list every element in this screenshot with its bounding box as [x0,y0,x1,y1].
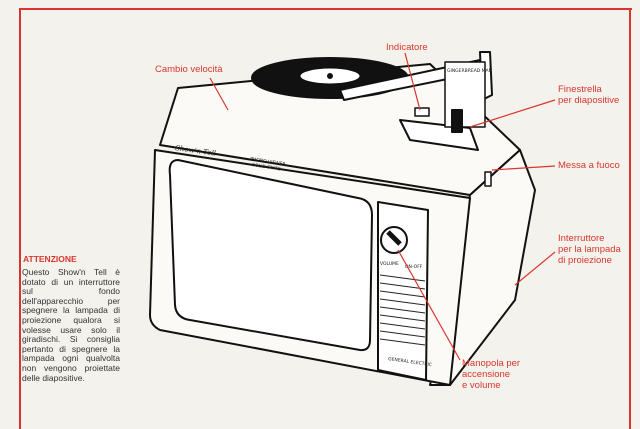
leader-speed-change [209,77,229,111]
label-focus: Messa a fuoco [558,160,620,171]
label-speed-change: Cambio velocità [155,64,223,75]
page-border-top [20,8,632,10]
model-line2: SOLID STATE [252,162,281,172]
spindle [327,73,333,79]
page-border-right [629,8,631,429]
leader-indicator [404,52,421,111]
indicator [414,107,430,117]
label-lamp-switch: Interruttore per la lampada di proiezion… [558,233,621,266]
label-slide-window: Finestrella per diapositive [558,84,620,106]
leader-slide-window [469,99,556,128]
page-border-left [19,8,21,429]
slide-frame [451,109,463,133]
label-indicator: Indicatore [386,42,428,53]
knob-label-volume: VOLUME [380,261,399,267]
note-body: Questo Show'n Tell è dotato di un interr… [22,267,120,383]
speaker-grille [379,274,426,346]
slide-text: GINGERBREAD MAN [447,68,492,74]
label-volume-knob: Manopola per accensione e volume [462,358,521,391]
focus-knob [484,171,492,187]
note-title: ATTENZIONE [23,254,77,264]
leader-focus [491,165,556,171]
screen [168,159,373,352]
leader-volume-knob [397,249,461,361]
knob-label-onoff: ON-OFF [405,264,423,270]
volume-knob-grip [386,230,402,246]
model-line1: PHONO-VIEWER [250,156,286,168]
leader-lamp-switch [514,251,556,286]
